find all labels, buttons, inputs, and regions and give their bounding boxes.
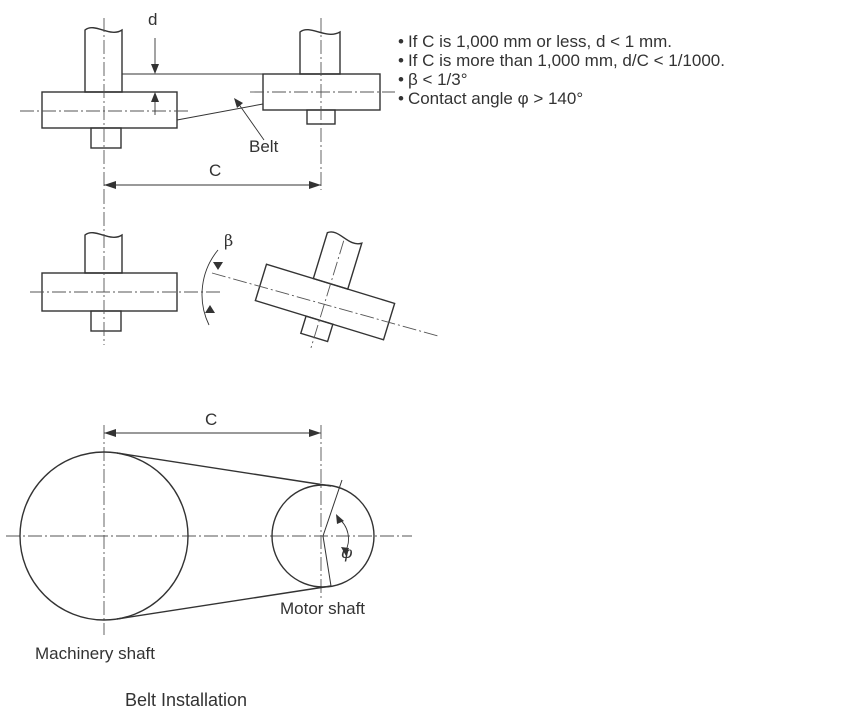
motor-shaft-label: Motor shaft: [280, 599, 365, 618]
phi-angle-arc: [336, 514, 349, 556]
center-lines-bottom: [6, 425, 412, 635]
d-label: d: [148, 10, 157, 29]
contact-angle-view: C φ Motor shaft Machinery shaft: [6, 410, 412, 663]
machinery-pulley: [19, 451, 189, 621]
figure-caption: Belt Installation: [125, 690, 247, 710]
note-beta-limit: β < 1/3°: [398, 70, 725, 89]
c-label-bottom: C: [205, 410, 217, 429]
offset-view: d Belt C: [20, 10, 395, 190]
note-d-over-c-limit: If C is more than 1,000 mm, d/C < 1/1000…: [398, 51, 725, 70]
phi-label: φ: [341, 543, 353, 562]
belt-tangents: [116, 452, 332, 620]
center-distance-dimension-bottom: [104, 429, 321, 437]
belt-lines: [122, 73, 300, 121]
contact-angle-lines: [322, 479, 343, 587]
beta-label: β: [224, 231, 233, 250]
left-pulley-middle: [41, 232, 178, 332]
left-pulley: [41, 27, 178, 149]
note-d-limit: If C is 1,000 mm or less, d < 1 mm.: [398, 32, 725, 51]
note-contact-angle: Contact angle φ > 140°: [398, 89, 725, 108]
angle-view: β: [30, 190, 439, 349]
center-lines-middle: [30, 190, 220, 345]
center-distance-dimension-top: [104, 181, 321, 189]
right-pulley: [262, 29, 381, 125]
belt-leader: [234, 98, 265, 141]
installation-notes: If C is 1,000 mm or less, d < 1 mm. If C…: [398, 32, 725, 108]
offset-d-dimension: [151, 38, 159, 115]
beta-angle-arc: [201, 249, 223, 326]
machinery-shaft-label: Machinery shaft: [35, 644, 155, 663]
tilted-pulley: [211, 231, 439, 349]
center-lines-top: [20, 18, 395, 190]
belt-label: Belt: [249, 137, 279, 156]
c-label-top: C: [209, 161, 221, 180]
